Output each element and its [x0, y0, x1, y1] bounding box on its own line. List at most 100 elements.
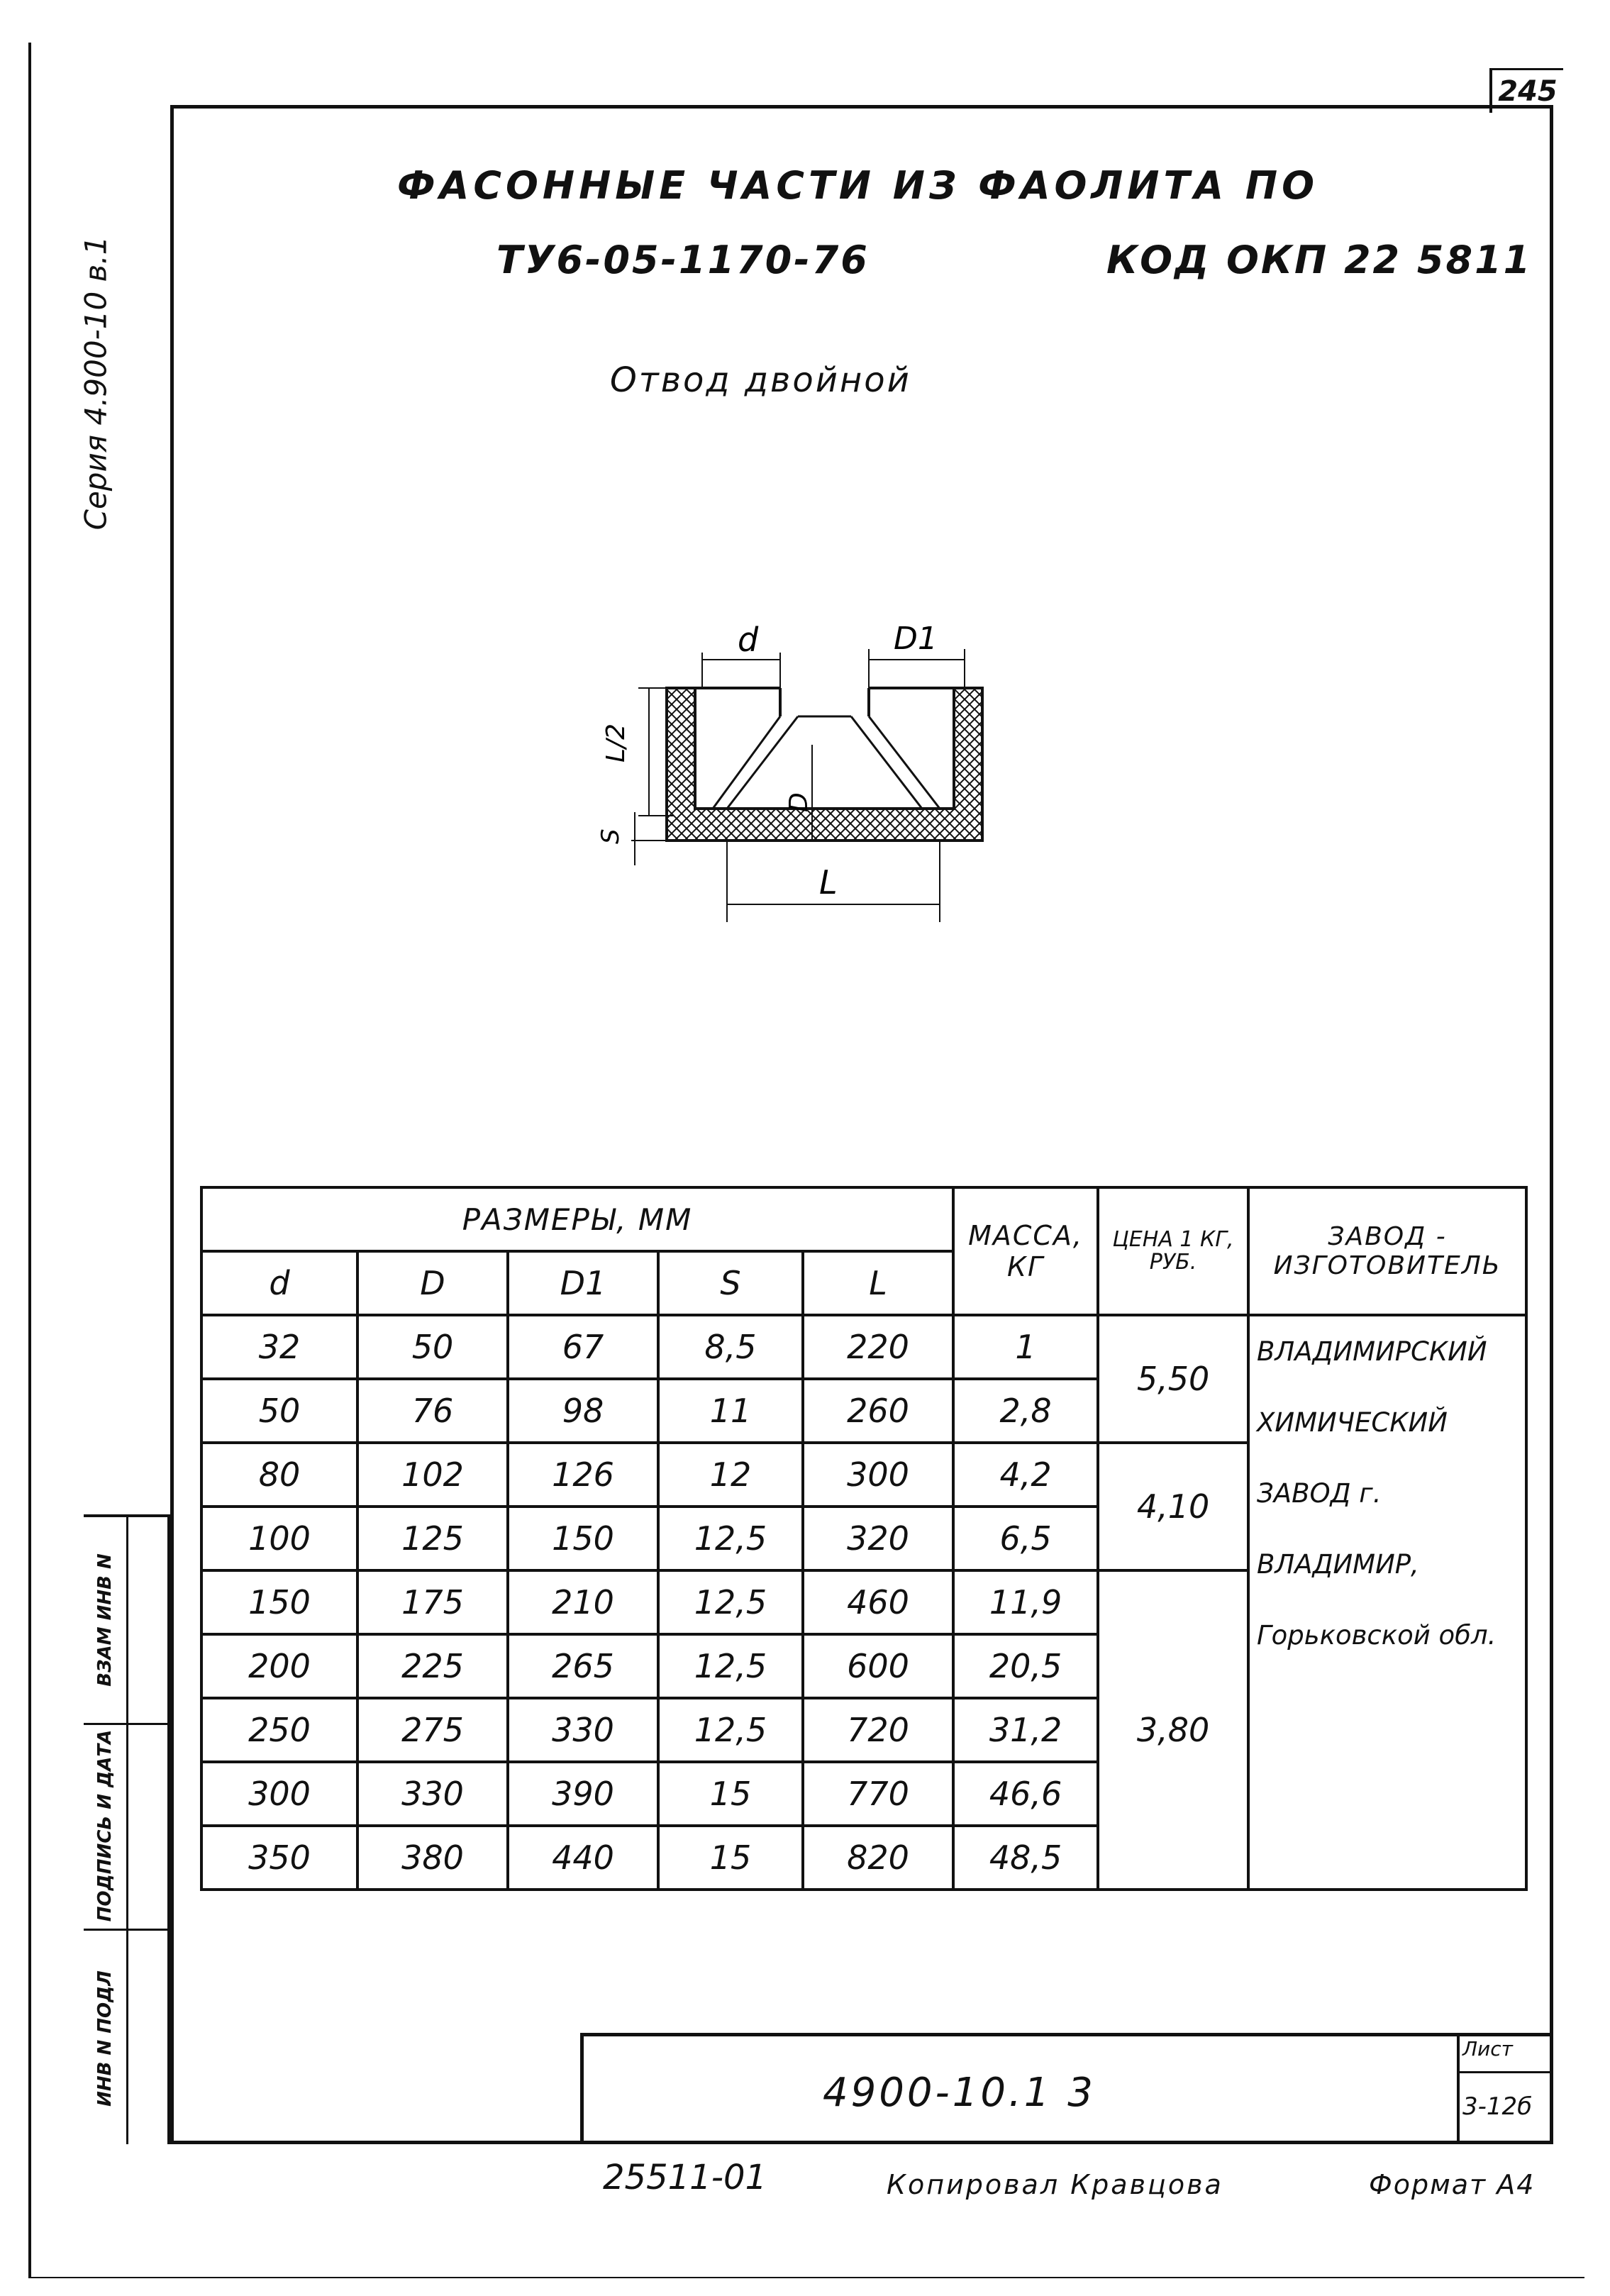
cell-L: 600	[801, 1633, 955, 1699]
cell-L: 770	[801, 1760, 955, 1827]
left-approval-strip: ИНВ N ПОДЛ ПОДПИСЬ И ДАТА ВЗАМ ИНВ N	[84, 1514, 170, 2144]
series-label: Серия 4.900-10 в.1	[43, 135, 149, 631]
inv-replace-label: ВЗАМ ИНВ N	[94, 1553, 116, 1687]
cell-L: 220	[801, 1314, 955, 1380]
price-header: ЦЕНА 1 КГ, РУБ.	[1097, 1186, 1250, 1316]
cell-d: 50	[200, 1377, 359, 1444]
cell-D1: 440	[506, 1824, 660, 1891]
strip-col	[84, 1517, 128, 2144]
table-row: 100 125 150 12,5 320 6,5	[200, 1505, 1526, 1572]
archive-number: 25511-01	[603, 2158, 767, 2197]
cell-S: 11	[657, 1377, 804, 1444]
title-block	[580, 2033, 1553, 2144]
spec-code: ТУ6-05-1170-76	[496, 238, 870, 282]
cell-d: 200	[200, 1633, 359, 1699]
cell-L: 300	[801, 1441, 955, 1508]
cell-d: 250	[200, 1697, 359, 1763]
cell-S: 12,5	[657, 1633, 804, 1699]
cell-D1: 150	[506, 1505, 660, 1572]
cell-D: 50	[356, 1314, 509, 1380]
cell-mass: 46,6	[952, 1760, 1100, 1827]
table-row: 350 380 440 15 820 48,5	[200, 1824, 1526, 1891]
mass-header: МАССА, КГ	[952, 1186, 1100, 1316]
cell-D: 175	[356, 1569, 509, 1636]
cell-d: 80	[200, 1441, 359, 1508]
cell-L: 720	[801, 1697, 955, 1763]
page-title: ФАСОННЫЕ ЧАСТИ ИЗ ФАОЛИТА ПО	[397, 163, 1318, 208]
cell-D: 275	[356, 1697, 509, 1763]
cell-L: 460	[801, 1569, 955, 1636]
document-code: 4900-10.1 3	[823, 2070, 1096, 2116]
cell-D1: 126	[506, 1441, 660, 1508]
cell-D: 225	[356, 1633, 509, 1699]
cell-D1: 98	[506, 1377, 660, 1444]
sizes-group-header: РАЗМЕРЫ, ММ	[199, 1186, 955, 1253]
dim-d: d	[738, 621, 759, 659]
cell-D1: 390	[506, 1760, 660, 1827]
table-row: 200 225 265 12,5 600 20,5	[200, 1633, 1526, 1699]
col-header-d: d	[200, 1250, 359, 1316]
cell-d: 350	[200, 1824, 359, 1891]
cell-S: 12,5	[657, 1505, 804, 1572]
cell-L: 820	[801, 1824, 955, 1891]
dimensions-table: РАЗМЕРЫ, ММ МАССА, КГ ЦЕНА 1 КГ, РУБ. ЗА…	[199, 1186, 1528, 1891]
cell-mass: 6,5	[952, 1505, 1100, 1572]
table-row: 300 330 390 15 770 46,6	[200, 1760, 1526, 1827]
sheet-cell	[1457, 2033, 1553, 2144]
copied-by: Копировал Кравцова	[887, 2169, 1223, 2200]
table-row: 250 275 330 12,5 720 31,2	[200, 1697, 1526, 1763]
double-bend-drawing: d D1 L/2 D S L	[596, 621, 984, 922]
cell-S: 15	[657, 1824, 804, 1891]
cell-d: 300	[200, 1760, 359, 1827]
cell-mass: 4,2	[952, 1441, 1100, 1508]
cell-price: 5,50	[1097, 1314, 1250, 1444]
cell-mass: 11,9	[952, 1569, 1100, 1636]
sheet-label: Лист	[1462, 2037, 1513, 2061]
dim-L: L	[819, 863, 838, 902]
cell-d: 32	[200, 1314, 359, 1380]
table-row: 150 175 210 12,5 460 11,9 3,80	[200, 1569, 1526, 1891]
cell-price: 4,10	[1097, 1441, 1250, 1572]
outer-border	[28, 43, 1584, 2278]
cell-d: 150	[200, 1569, 359, 1636]
cell-D: 330	[356, 1760, 509, 1827]
cell-S: 12,5	[657, 1697, 804, 1763]
cell-D: 76	[356, 1377, 509, 1444]
table-row: 80 102 126 12 300 4,2 4,10	[200, 1441, 1526, 1572]
cell-S: 12	[657, 1441, 804, 1508]
sheet-value: 3-12б	[1462, 2092, 1533, 2121]
body-section	[665, 687, 984, 842]
cell-S: 12,5	[657, 1569, 804, 1636]
cell-mass: 2,8	[952, 1377, 1100, 1444]
inv-orig-label: ИНВ N ПОДЛ	[94, 1970, 116, 2107]
cell-L: 320	[801, 1505, 955, 1572]
table-row: 50 76 98 11 260 2,8	[200, 1377, 1526, 1444]
cell-mass: 48,5	[952, 1824, 1100, 1891]
cell-D1: 265	[506, 1633, 660, 1699]
cell-mass: 31,2	[952, 1697, 1100, 1763]
dim-L2: L/2	[601, 723, 631, 762]
okp-code: КОД ОКП 22 5811	[1106, 238, 1533, 282]
cell-factory: ВЛАДИМИРСКИЙ ХИМИЧЕСКИЙ ЗАВОД г. ВЛАДИМИ…	[1247, 1314, 1528, 1891]
col-header-D1: D1	[506, 1250, 660, 1316]
cell-D: 380	[356, 1824, 509, 1891]
table-row: 32 50 67 8,5 220 1 5,50 ВЛАДИМИРСКИЙ ХИМ…	[200, 1314, 1528, 1891]
dim-D: D	[784, 792, 814, 812]
cell-mass: 1	[952, 1314, 1100, 1380]
dim-D1: D1	[894, 621, 938, 657]
series-text: Серия 4.900-10 в.1	[78, 235, 113, 531]
format-label: Формат А4	[1369, 2169, 1536, 2200]
cell-S: 15	[657, 1760, 804, 1827]
sign-date-label: ПОДПИСЬ И ДАТА	[94, 1729, 116, 1922]
cell-S: 8,5	[657, 1314, 804, 1380]
cell-D1: 210	[506, 1569, 660, 1636]
factory-header: ЗАВОД - ИЗГОТОВИТЕЛЬ	[1247, 1186, 1528, 1316]
dim-S: S	[596, 828, 625, 844]
col-header-S: S	[657, 1250, 804, 1316]
cell-D: 102	[356, 1441, 509, 1508]
cell-L: 260	[801, 1377, 955, 1444]
cell-D1: 330	[506, 1697, 660, 1763]
cell-mass: 20,5	[952, 1633, 1100, 1699]
cell-D1: 67	[506, 1314, 660, 1380]
cell-D: 125	[356, 1505, 509, 1572]
